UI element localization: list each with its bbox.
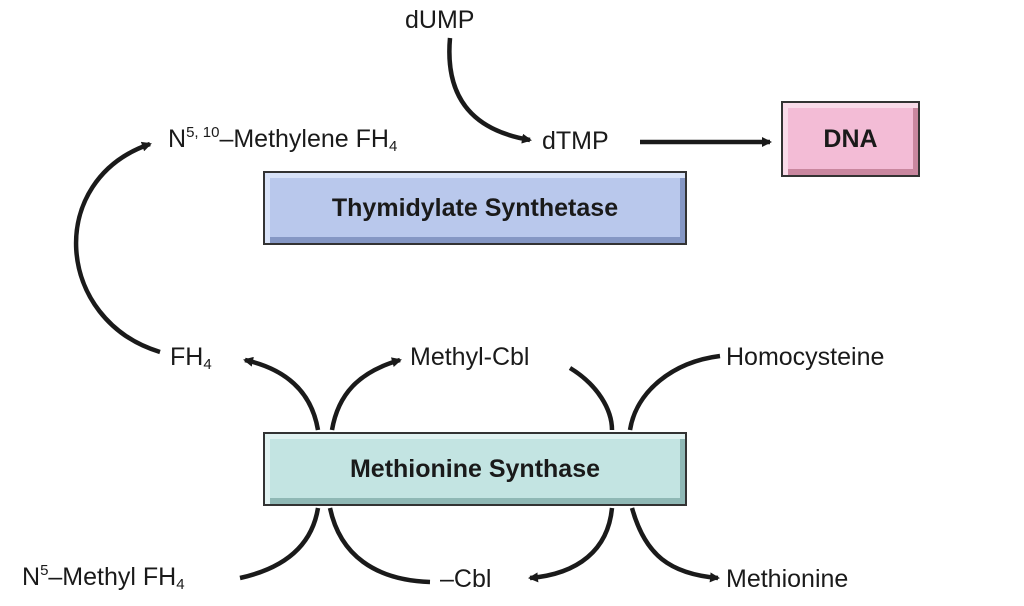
methyl-fh4-superscript: 5 — [40, 562, 49, 579]
thymidylate-synthetase-label: Thymidylate Synthetase — [331, 193, 619, 222]
arrow-fh4-to-methylene-fh4 — [74, 141, 161, 355]
methylene-fh4-text: –Methylene FH — [219, 125, 389, 153]
methylene-fh4-superscript: 5, 10 — [186, 124, 220, 141]
methylene-fh4-subscript: 4 — [388, 138, 398, 155]
curve-methyl-cbl-into-ms — [568, 366, 615, 431]
dna-label: DNA — [823, 124, 878, 153]
arrow-ms-to-cbl-product — [528, 507, 615, 583]
arrow-dump-to-dtmp — [447, 37, 532, 144]
dtmp-label: dTMP — [542, 127, 609, 155]
arrow-ms-to-methionine — [629, 507, 720, 583]
methyl-cbl-label: Methyl-Cbl — [410, 343, 530, 371]
methyl-fh4-text: –Methyl FH — [48, 563, 177, 591]
methionine-synthase-box: Methionine Synthase — [263, 432, 687, 506]
curve-methyl-fh4-into-ms — [239, 507, 321, 581]
curve-homocysteine-into-ms — [627, 353, 721, 431]
thymidylate-synthetase-box: Thymidylate Synthetase — [263, 171, 687, 245]
methionine-label: Methionine — [726, 565, 849, 593]
methyl-fh4-subscript: 4 — [176, 576, 185, 593]
methylene-fh4-label: N5, 10–Methylene FH4 — [168, 124, 398, 155]
arrow-ms-to-methyl-cbl — [329, 357, 402, 431]
arrow-ms-to-fh4 — [243, 356, 321, 431]
arrow-ms-to-cbl — [327, 507, 431, 585]
dump-label: dUMP — [405, 6, 475, 34]
fh4-subscript: 4 — [203, 356, 212, 373]
fh4-label: FH4 — [170, 343, 212, 373]
cbl-label: –Cbl — [440, 565, 492, 593]
methionine-synthase-label: Methionine Synthase — [349, 454, 601, 483]
homocysteine-label: Homocysteine — [726, 343, 885, 371]
fh4-text: FH — [170, 343, 204, 371]
methylene-fh4-n: N — [168, 125, 187, 153]
dna-box: DNA — [781, 101, 920, 177]
methyl-fh4-label: N5–Methyl FH4 — [22, 562, 185, 593]
methyl-fh4-n: N — [22, 563, 41, 591]
